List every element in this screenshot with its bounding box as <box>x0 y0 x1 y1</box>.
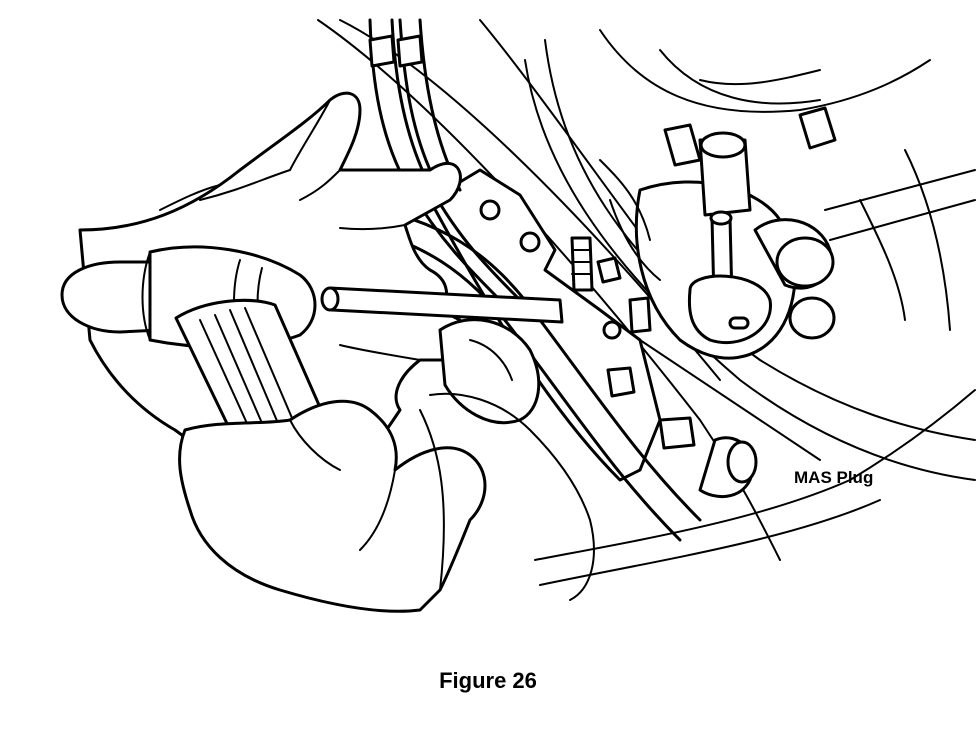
mas-plug-label: MAS Plug <box>794 468 874 487</box>
bolts <box>570 236 696 450</box>
hammer <box>60 245 332 448</box>
figure-caption: Figure 26 <box>439 668 537 693</box>
callout-leader <box>639 339 821 461</box>
carburetor-body <box>599 106 976 360</box>
punch-tool <box>320 286 564 324</box>
lower-hand <box>178 392 595 613</box>
